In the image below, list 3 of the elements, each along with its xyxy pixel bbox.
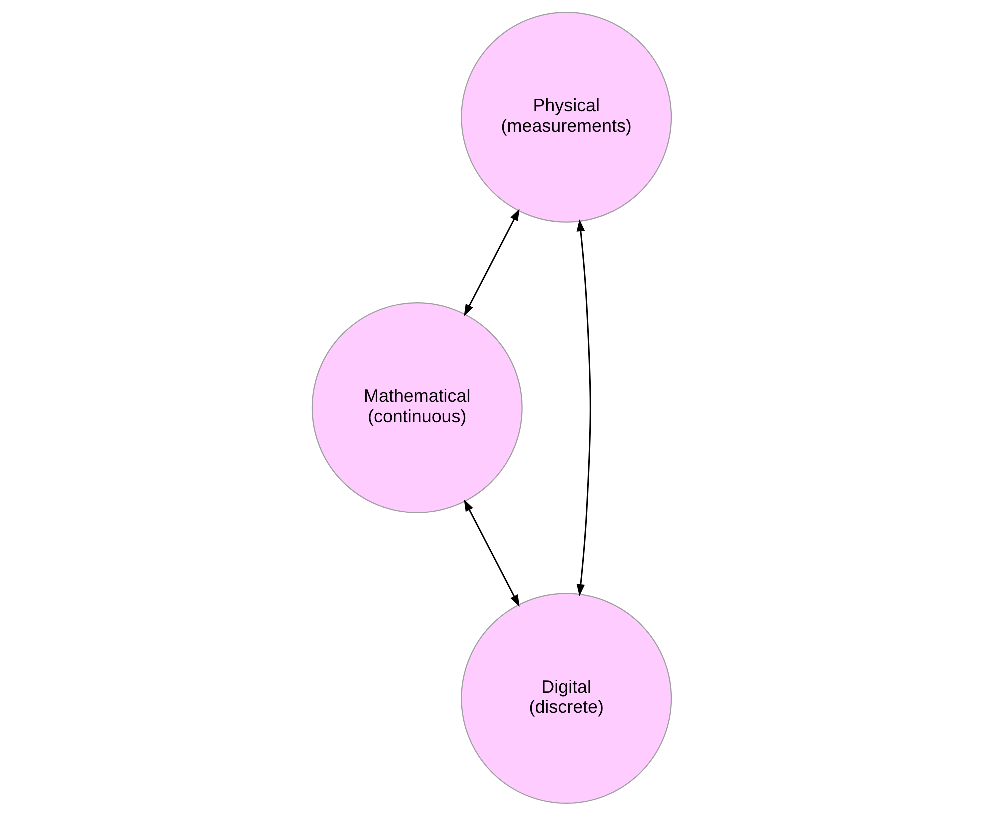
arrow <box>464 209 520 316</box>
arrow <box>464 500 520 608</box>
arrow <box>576 220 592 596</box>
